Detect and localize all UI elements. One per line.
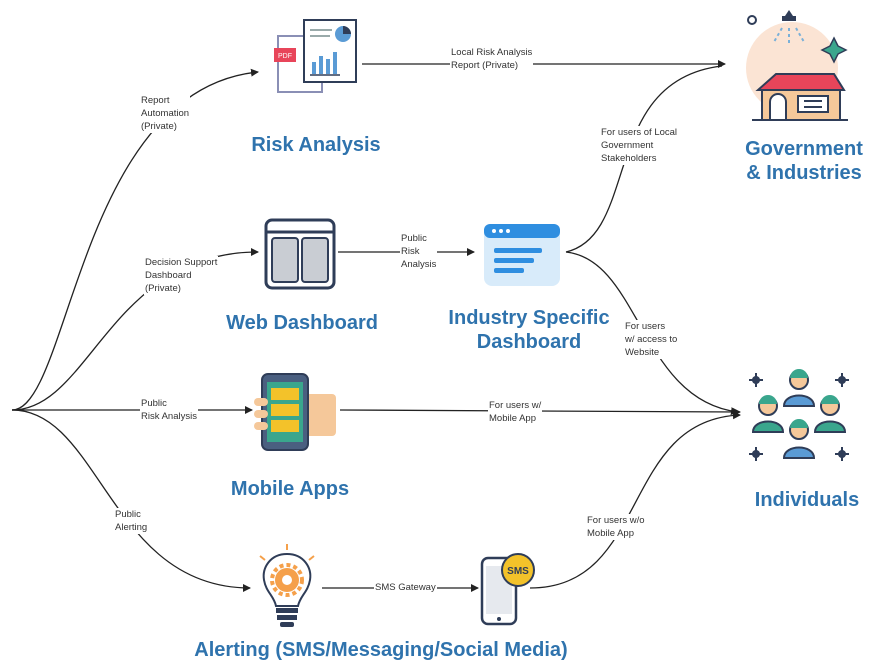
edge-label-mobile-app-users: For users w/ Mobile App	[488, 399, 543, 425]
government-title: Government & Industries	[736, 137, 872, 185]
browser-window-icon	[264, 218, 336, 290]
edge-label-website-users: For users w/ access to Website	[624, 320, 679, 359]
government-title-line1: Government	[745, 138, 863, 160]
edge-label-public-risk-analysis-web: Public Risk Analysis	[400, 232, 438, 271]
edge-source-to-alerting	[11, 409, 251, 592]
individuals-title: Individuals	[754, 489, 860, 511]
edge-label-no-mobile-app-users: For users w/o Mobile App	[586, 514, 646, 540]
edge-source-to-risk	[11, 68, 259, 411]
edge-label-public-alerting: Public Alerting	[114, 508, 149, 534]
edge-label-local-gov-users: For users of Local Government Stakeholde…	[600, 126, 679, 165]
edge-phone-to-individuals	[529, 411, 741, 589]
mobile-app-hand-icon	[254, 373, 336, 451]
pdf-label: PDF	[278, 53, 292, 60]
report-documents-icon: PDF	[274, 19, 357, 93]
sms-label: SMS	[507, 566, 529, 577]
alerting-title: Alerting (SMS/Messaging/Social Media)	[194, 639, 568, 661]
edge-label-sms-gateway: SMS Gateway	[374, 581, 437, 594]
sms-phone-icon: SMS	[480, 553, 535, 626]
government-title-line2: & Industries	[746, 162, 862, 184]
mobile-apps-title: Mobile Apps	[230, 478, 350, 500]
web-dashboard-title: Web Dashboard	[226, 312, 378, 334]
risk-analysis-title: Risk Analysis	[251, 134, 381, 156]
government-building-icon	[746, 10, 848, 121]
lightbulb-gear-icon	[259, 544, 315, 627]
dashboard-card-icon	[484, 224, 560, 286]
edge-label-local-risk-report: Local Risk Analysis Report (Private)	[450, 46, 534, 72]
people-group-icon	[749, 369, 849, 461]
edge-label-public-risk-analysis-mobile: Public Risk Analysis	[140, 397, 198, 423]
edge-label-decision-support: Decision Support Dashboard (Private)	[144, 256, 219, 295]
industry-dashboard-title: Industry Specific Dashboard	[438, 306, 620, 354]
industry-dashboard-title-line2: Dashboard	[476, 331, 582, 353]
industry-dashboard-title-line1: Industry Specific	[448, 307, 610, 329]
edge-label-report-automation: Report Automation (Private)	[140, 94, 191, 133]
